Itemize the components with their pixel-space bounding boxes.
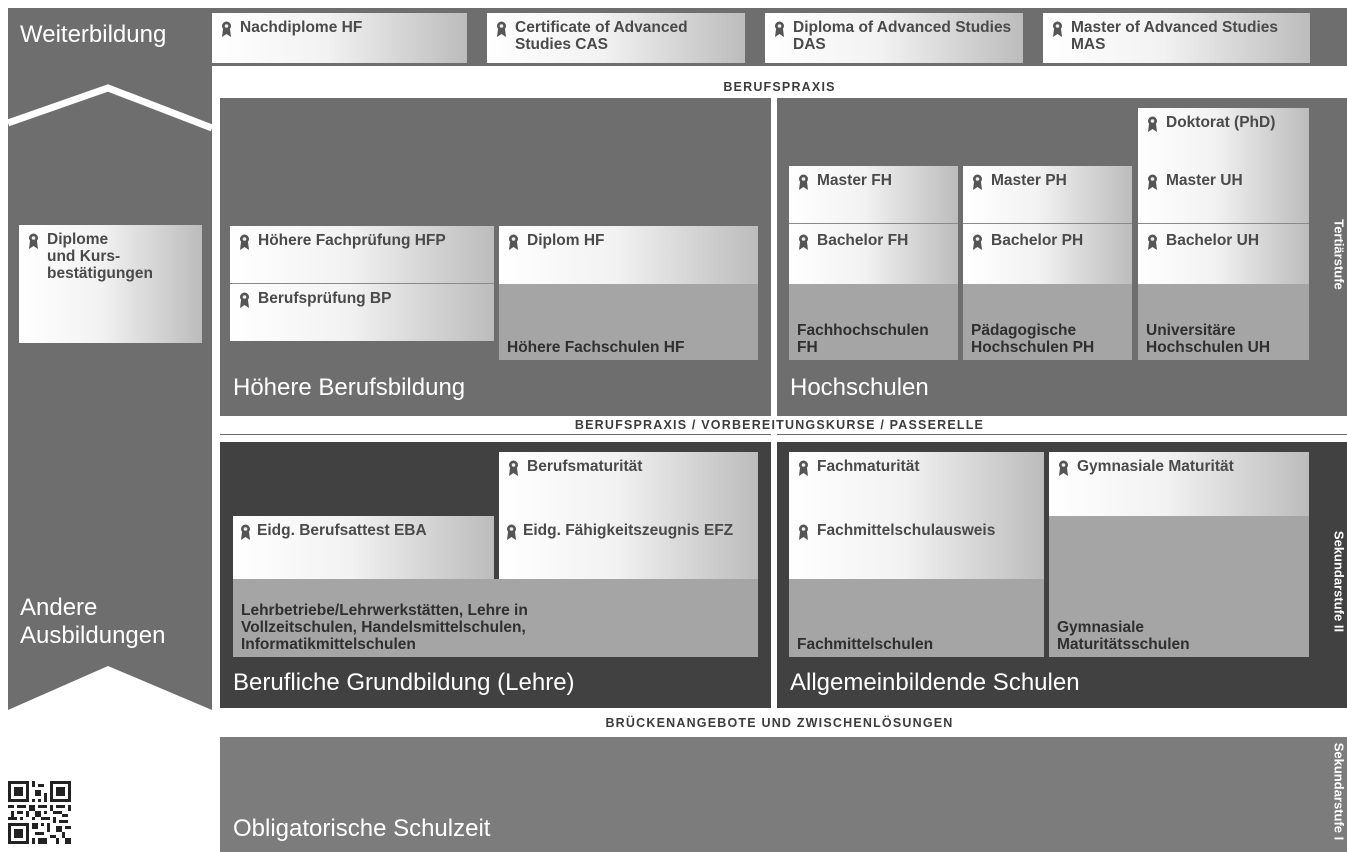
obligatorische-schulzeit-title: Obligatorische Schulzeit	[233, 815, 491, 842]
cert-label: Diploma of Advanced Studies DAS	[793, 19, 1012, 53]
award-ribbon-icon	[797, 174, 810, 191]
cert-label: Diplom HF	[527, 232, 605, 249]
school-gymnasiale-maturitaetsschulen: Gymnasiale Maturitätsschulen	[1049, 516, 1309, 657]
cert-diplom-hf: Diplom HF	[499, 226, 758, 284]
cert-label: Gymnasiale Maturität	[1077, 458, 1234, 475]
cert-label: Bachelor UH	[1166, 232, 1260, 249]
cert-mas: Master of Advanced Studies MAS	[1043, 13, 1310, 63]
andere-ausbildungen-label: Andere Ausbildungen	[20, 594, 166, 649]
cert-hfp: Höhere Fachprüfung HFP	[230, 226, 494, 284]
cert-gymnasiale-maturitaet: Gymnasiale Maturität	[1049, 452, 1309, 516]
stufe-sek2: Sekundarstufe II	[1331, 530, 1347, 633]
grundbildung-title: Berufliche Grundbildung (Lehre)	[233, 669, 575, 696]
school-label: Höhere Fachschulen HF	[507, 339, 685, 356]
school-label: Fachmittelschulen	[797, 636, 934, 653]
cert-label: Certificate of Advanced Studies CAS	[515, 19, 688, 53]
award-ribbon-icon	[507, 234, 520, 251]
award-ribbon-icon	[220, 21, 233, 38]
cert-label: Doktorat (PhD)	[1166, 114, 1276, 131]
award-ribbon-icon	[1057, 460, 1070, 477]
award-ribbon-icon	[1146, 116, 1159, 133]
award-ribbon-icon	[971, 234, 984, 251]
award-ribbon-icon	[1146, 174, 1159, 191]
school-hoehere-fachschulen: Höhere Fachschulen HF	[499, 284, 758, 360]
cert-doktorat: Doktorat (PhD)	[1138, 108, 1309, 166]
stufe-sek1: Sekundarstufe I	[1331, 742, 1347, 841]
school-label: Universitäre Hochschulen UH	[1146, 322, 1271, 356]
cert-label: Master of Advanced Studies MAS	[1071, 19, 1279, 53]
award-ribbon-icon	[971, 174, 984, 191]
cert-eba: Eidg. Berufsattest EBA	[233, 516, 494, 579]
cert-label: Höhere Fachprüfung HFP	[258, 232, 446, 249]
school-label: Gymnasiale Maturitätsschulen	[1057, 619, 1190, 653]
cert-master-uh: Master UH	[1138, 166, 1309, 224]
cert-bp: Berufsprüfung BP	[230, 284, 494, 341]
school-label: Fachhochschulen FH	[797, 322, 929, 356]
cert-efz: Eidg. Fähigkeitszeugnis EFZ	[499, 516, 758, 579]
cert-label: Eidg. Fähigkeitszeugnis EFZ	[523, 522, 734, 539]
cert-nachdiplome-hf: Nachdiplome HF	[212, 13, 467, 63]
award-ribbon-icon	[238, 234, 251, 251]
cert-master-ph: Master PH	[963, 166, 1132, 224]
award-ribbon-icon	[495, 21, 508, 38]
allgemeinbildend-title: Allgemeinbildende Schulen	[790, 669, 1080, 696]
school-label: Lehrbetriebe/Lehrwerkstätten, Lehre in V…	[241, 602, 528, 653]
cert-label: Master PH	[991, 172, 1067, 189]
award-ribbon-icon	[1146, 234, 1159, 251]
bar-berufspraxis-vorbereitung: BERUFSPRAXIS / VORBEREITUNGSKURSE / PASS…	[212, 416, 1347, 434]
cert-berufsmaturitaet: Berufsmaturität	[499, 452, 758, 516]
award-ribbon-icon	[797, 460, 810, 477]
award-ribbon-icon	[773, 21, 786, 38]
stufe-tertiaer: Tertiärstufe	[1331, 219, 1347, 290]
award-ribbon-icon	[27, 233, 40, 250]
award-ribbon-icon	[797, 524, 810, 541]
cert-bachelor-ph: Bachelor PH	[963, 224, 1132, 284]
cert-label: Fachmittelschulausweis	[817, 522, 996, 539]
award-ribbon-icon	[238, 292, 251, 309]
school-lehrbetriebe: Lehrbetriebe/Lehrwerkstätten, Lehre in V…	[233, 579, 758, 657]
award-ribbon-icon	[507, 460, 520, 477]
cert-master-fh: Master FH	[789, 166, 958, 224]
school-label: Pädagogische Hochschulen PH	[971, 322, 1095, 356]
bar-berufspraxis: BERUFSPRAXIS	[212, 78, 1347, 96]
cert-label: Master FH	[817, 172, 892, 189]
qr-code-icon[interactable]	[8, 781, 71, 844]
school-fachhochschulen: Fachhochschulen FH	[789, 284, 958, 360]
weiterbildung-label: Weiterbildung	[20, 21, 167, 48]
cert-label: Diplome und Kurs­bestätigungen	[47, 231, 153, 282]
cert-label: Fachmaturität	[817, 458, 920, 475]
cert-bachelor-fh: Bachelor FH	[789, 224, 958, 284]
cert-label: Berufsprüfung BP	[258, 290, 392, 307]
cert-fachmittelschulausweis: Fachmittelschulausweis	[789, 516, 1044, 579]
award-ribbon-icon	[797, 234, 810, 251]
award-ribbon-icon	[505, 524, 518, 541]
school-fachmittelschulen: Fachmittelschulen	[789, 579, 1044, 657]
award-ribbon-icon	[239, 524, 252, 541]
cert-bachelor-uh: Bachelor UH	[1138, 224, 1309, 284]
cert-label: Bachelor FH	[817, 232, 909, 249]
award-ribbon-icon	[1051, 21, 1064, 38]
cert-fachmaturitaet: Fachmaturität	[789, 452, 1044, 516]
cert-cas: Certificate of Advanced Studies CAS	[487, 13, 745, 63]
school-universitaere-hochschulen: Universitäre Hochschulen UH	[1138, 284, 1309, 360]
cert-label: Master UH	[1166, 172, 1243, 189]
cert-label: Bachelor PH	[991, 232, 1084, 249]
cert-das: Diploma of Advanced Studies DAS	[765, 13, 1023, 63]
school-paedagogische-hochschulen: Pädagogische Hochschulen PH	[963, 284, 1132, 360]
bar-brueckenangebote: BRÜCKENANGEBOTE UND ZWISCHENLÖSUNGEN	[212, 714, 1347, 732]
cert-label: Berufsmaturität	[527, 458, 643, 475]
hochschulen-title: Hochschulen	[790, 374, 929, 401]
hoehere-berufsbildung-title: Höhere Berufsbildung	[233, 374, 466, 401]
cert-label: Eidg. Berufsattest EBA	[257, 522, 427, 539]
cert-label: Nachdiplome HF	[240, 19, 363, 36]
obligatorische-schulzeit-panel	[220, 737, 1347, 852]
cert-diplome-kurs: Diplome und Kurs­bestätigungen	[19, 225, 202, 343]
